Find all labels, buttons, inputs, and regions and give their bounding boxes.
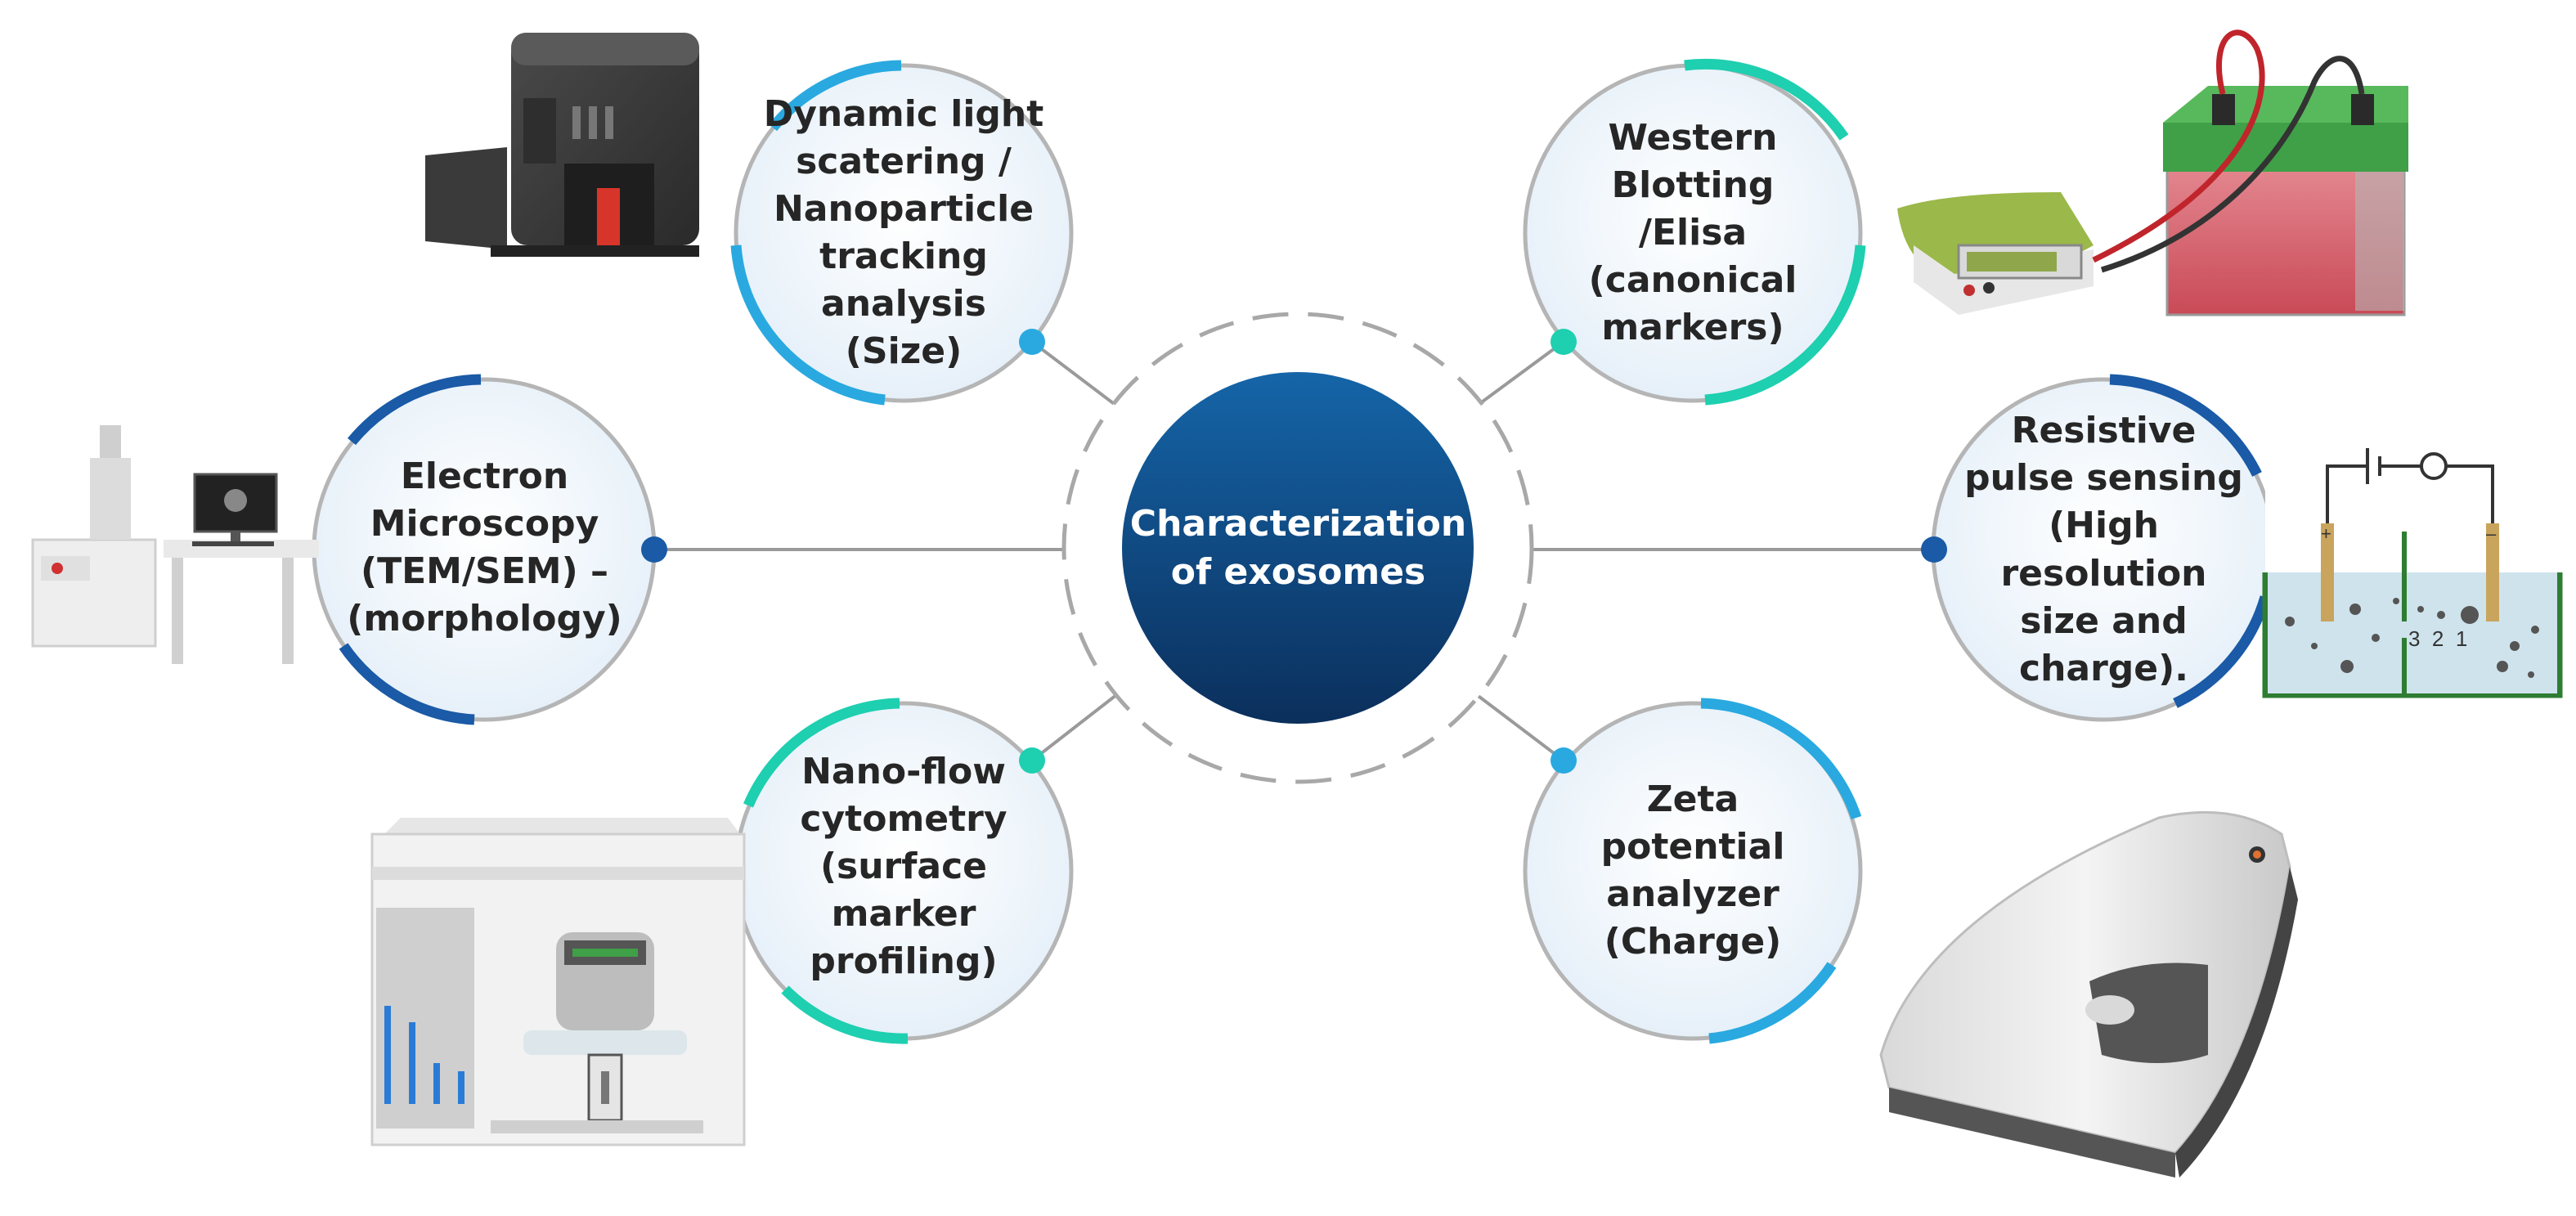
node-arc bbox=[1708, 962, 1837, 1044]
node-zeta-label: Zeta potential analyzer (Charge) bbox=[1600, 778, 1785, 963]
node-nanoflow-label: Nano-flow cytometry (surface marker prof… bbox=[800, 750, 1008, 983]
dls-analyzer-icon bbox=[425, 33, 699, 257]
node-dot bbox=[1921, 536, 1947, 563]
node-arc bbox=[2173, 595, 2271, 708]
flow-cytometer-icon bbox=[370, 818, 746, 1146]
node-western-label: Western Blotting /Elisa (canonical marke… bbox=[1588, 116, 1797, 349]
node-dot bbox=[641, 536, 667, 563]
connector-lines bbox=[654, 340, 1934, 762]
node-zeta bbox=[1523, 698, 1863, 1044]
node-circle bbox=[734, 63, 1074, 403]
zeta-analyzer-icon bbox=[1879, 810, 2298, 1178]
center-label: Characterization of exosomes bbox=[1129, 502, 1467, 593]
node-arc bbox=[730, 245, 886, 406]
node-arc bbox=[768, 60, 902, 132]
rps-minus-label: – bbox=[2486, 523, 2497, 544]
node-rps-label: Resistive pulse sensing (High resolution… bbox=[1964, 410, 2243, 689]
node-dot bbox=[1019, 329, 1045, 355]
node-arc bbox=[347, 374, 482, 446]
resistive-pulse-cell-icon: + – 3 2 1 bbox=[2262, 448, 2563, 698]
center-circle bbox=[1122, 372, 1474, 724]
center-hub bbox=[1061, 312, 1534, 784]
node-dls bbox=[730, 60, 1074, 406]
node-circle bbox=[1523, 701, 1863, 1041]
node-dot bbox=[1019, 747, 1045, 774]
node-arc bbox=[1684, 58, 1849, 141]
node-dot bbox=[1551, 329, 1577, 355]
node-arc bbox=[1704, 245, 1866, 406]
rps-particle-numbers: 3 2 1 bbox=[2408, 626, 2467, 651]
node-arc bbox=[339, 643, 475, 725]
node-dot bbox=[1551, 747, 1577, 774]
electrophoresis-tank-icon bbox=[1897, 29, 2408, 316]
node-em-label: Electron Microscopy (TEM/SEM) – (morphol… bbox=[347, 455, 622, 640]
node-dls-label: Dynamic light scatering / Nanoparticle t… bbox=[763, 92, 1044, 373]
node-arc bbox=[1700, 698, 1862, 820]
node-arc bbox=[2109, 374, 2262, 477]
node-arc bbox=[781, 985, 909, 1044]
fe-sem-microscope-icon bbox=[31, 425, 319, 664]
node-western bbox=[1523, 58, 1866, 406]
node-em bbox=[312, 374, 667, 725]
rps-plus-label: + bbox=[2321, 523, 2331, 544]
node-arc bbox=[743, 698, 900, 808]
